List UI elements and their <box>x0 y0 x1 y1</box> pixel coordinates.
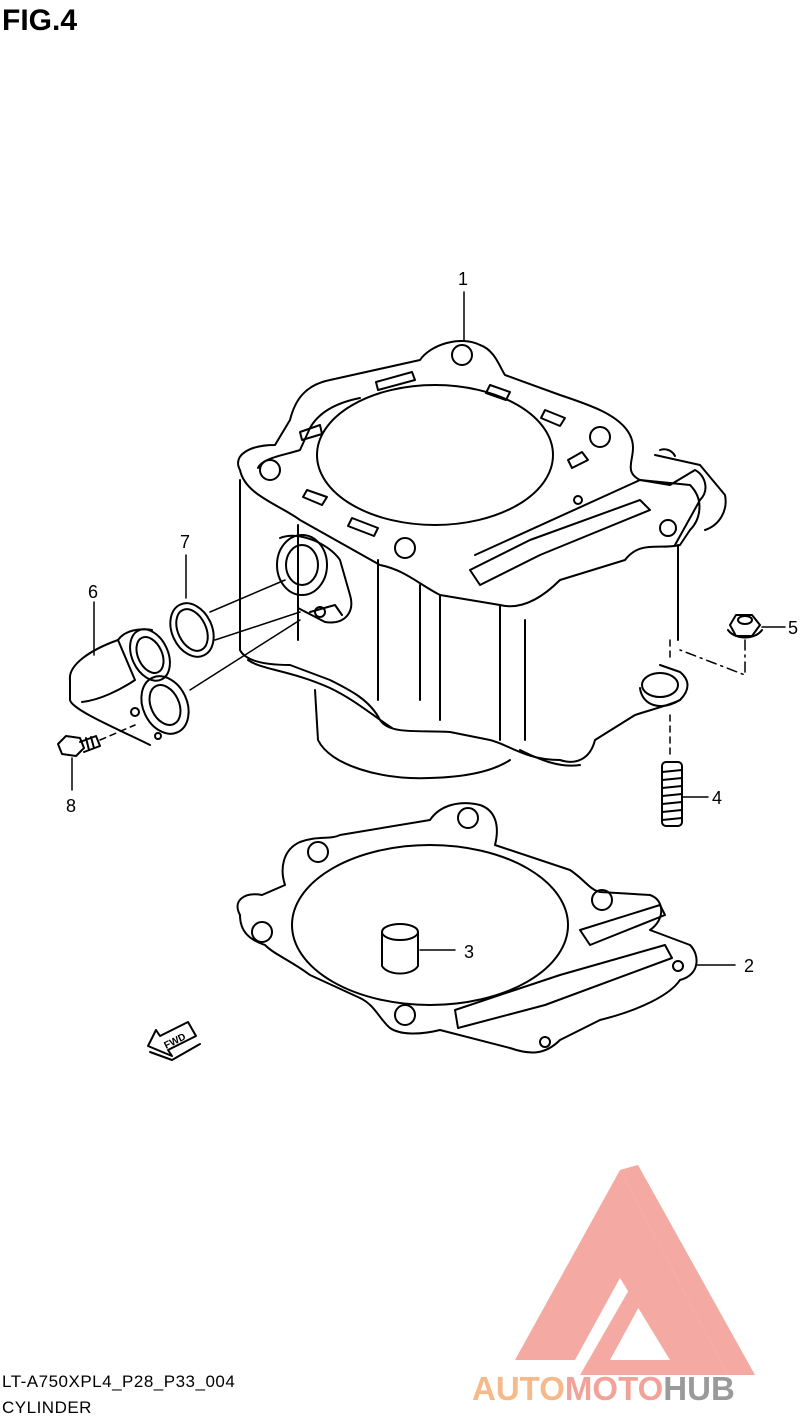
figure-title: FIG.4 <box>2 4 78 37</box>
watermark-hub: HUB <box>663 1370 735 1407</box>
diagram-name: CYLINDER <box>2 1398 92 1417</box>
watermark-logo-mark <box>515 1165 755 1375</box>
callout-number-6: 6 <box>88 582 98 602</box>
hex-bolt <box>57 735 101 757</box>
callout-number-2: 2 <box>744 956 754 976</box>
cylinder-block <box>237 340 727 780</box>
callout-number-4: 4 <box>712 788 722 808</box>
water-inlet-pipe <box>68 628 190 746</box>
watermark-auto: AUTO <box>472 1370 565 1407</box>
callout-number-7: 7 <box>180 532 190 552</box>
stud-bolt <box>661 761 683 827</box>
o-ring <box>169 602 215 658</box>
watermark-moto: MOTO <box>564 1370 664 1407</box>
callout-number-5: 5 <box>788 618 798 638</box>
callout-number-1: 1 <box>458 269 468 289</box>
forward-direction-arrow <box>147 1021 201 1061</box>
callout-number-3: 3 <box>464 942 474 962</box>
callout-number-8: 8 <box>66 796 76 816</box>
flange-nut <box>727 614 763 639</box>
cylinder-base-gasket <box>236 802 698 1054</box>
watermark-logo-text: AUTOMOTOHUB <box>472 1370 735 1408</box>
diagram-code: LT-A750XPL4_P28_P33_004 <box>2 1372 236 1391</box>
dowel-pin <box>381 923 419 975</box>
